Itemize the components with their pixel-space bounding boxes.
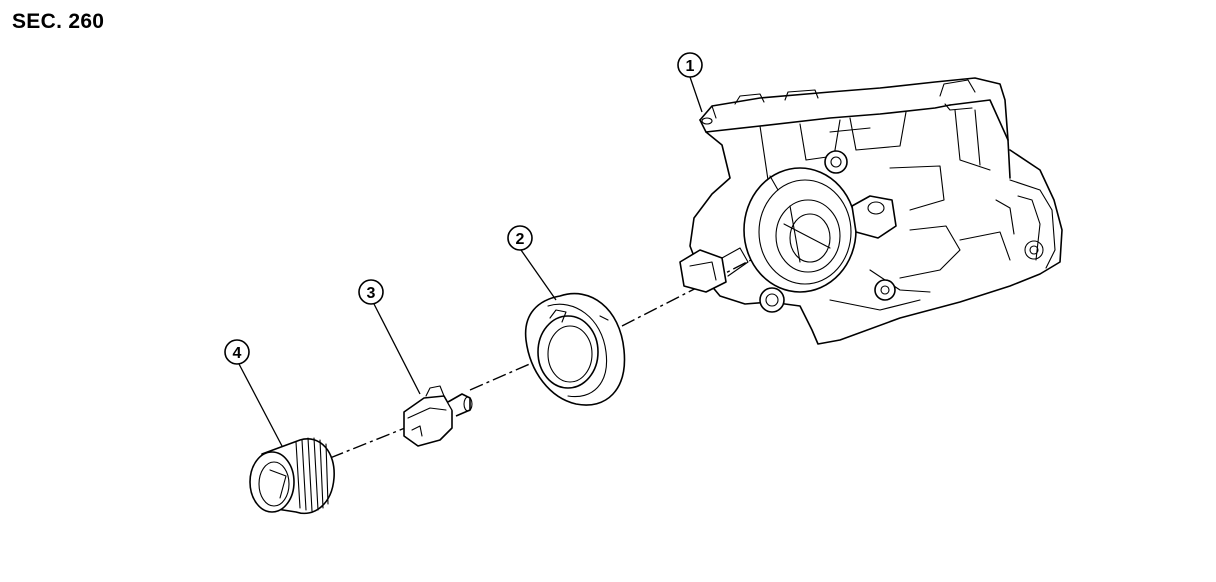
socket-cap [524,292,626,406]
callout-1-label: 1 [686,58,695,75]
retaining-ring [249,437,335,515]
bulb [403,385,473,447]
callout-2: 2 [507,225,533,251]
callout-4: 4 [224,339,250,365]
callout-1: 1 [677,52,703,78]
section-label: SEC. 260 [12,10,105,33]
callout-3: 3 [358,279,384,305]
callout-4-label: 4 [233,345,242,362]
callout-2-label: 2 [516,231,525,248]
callout-3-label: 3 [367,285,376,302]
leader-lines [238,76,703,447]
headlamp-housing [679,77,1063,345]
knurl-lines [295,437,329,512]
